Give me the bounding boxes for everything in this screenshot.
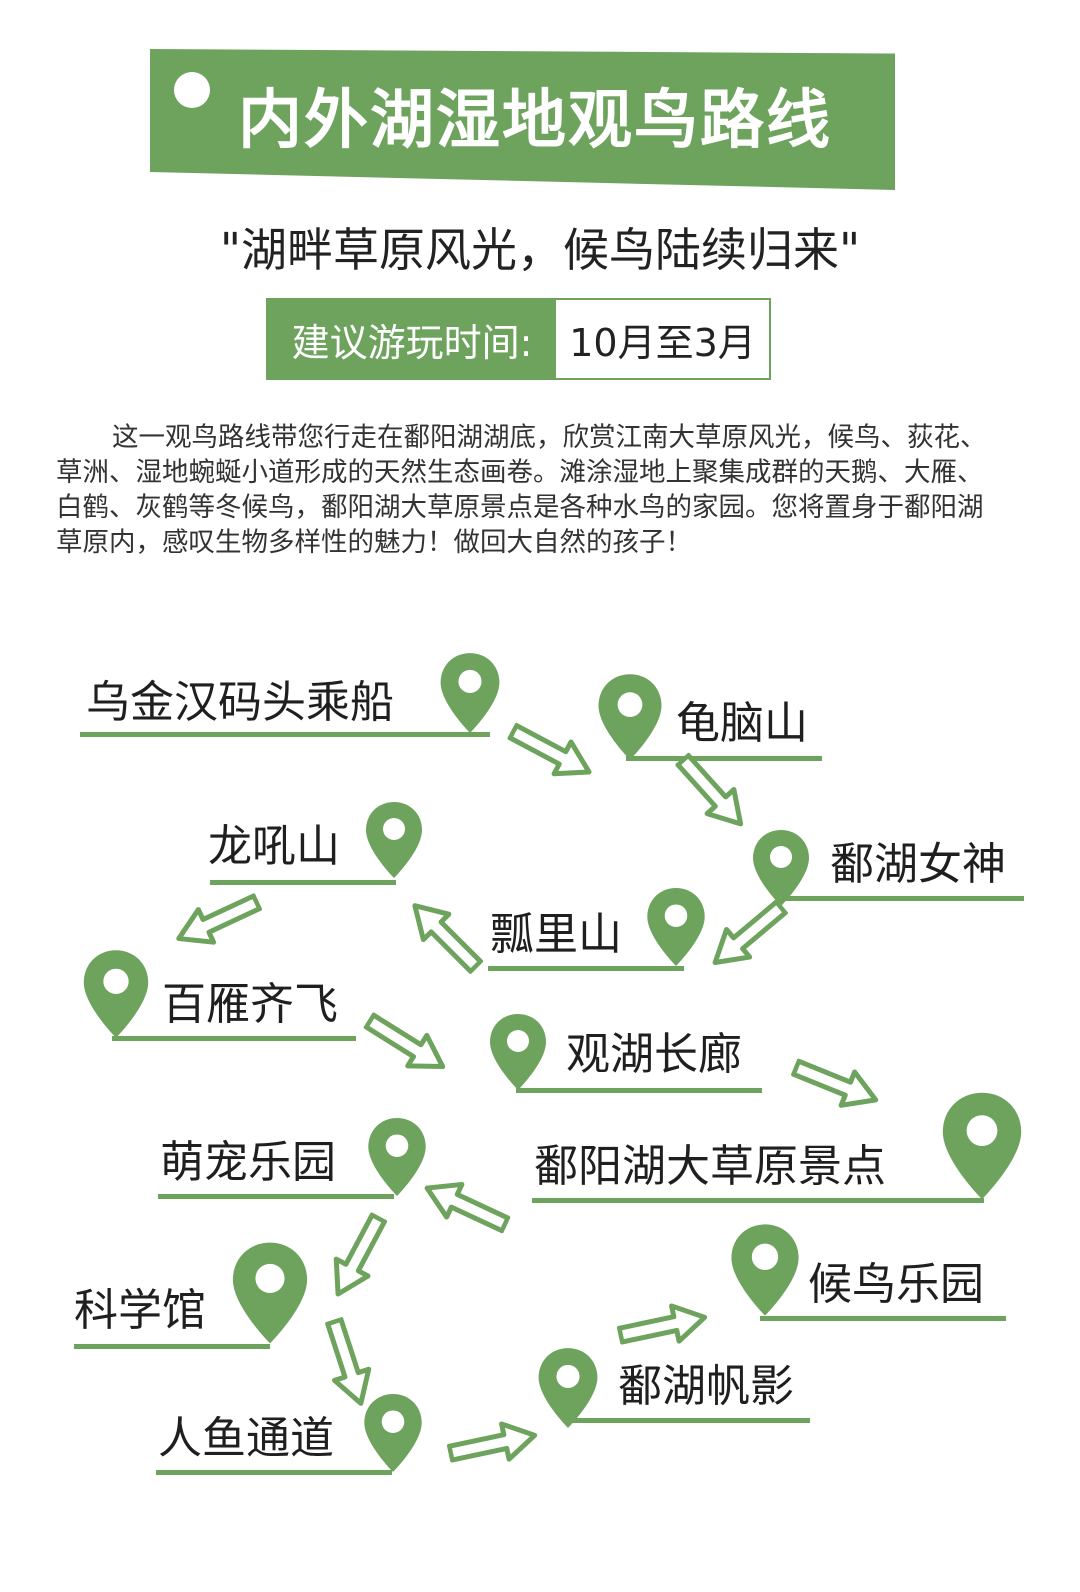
- page-title: 内外湖湿地观鸟路线: [238, 84, 832, 158]
- intro-paragraph: 这一观鸟路线带您行走在鄱阳湖湖底，欣赏江南大草原风光，候鸟、荻花、草洲、湿地蜿蜒…: [56, 422, 987, 558]
- stop-underline: [488, 966, 684, 971]
- map-pin-icon: [488, 1012, 548, 1096]
- stop-underline: [112, 1036, 356, 1041]
- map-pin-icon: [728, 1222, 802, 1322]
- stop-label: 观湖长廊: [566, 1029, 742, 1080]
- stop-label: 鄱湖帆影: [618, 1361, 794, 1412]
- stop-label: 人鱼通道: [158, 1413, 334, 1464]
- stop-underline: [156, 1470, 392, 1475]
- title-banner: [150, 49, 895, 190]
- subtitle: "湖畔草原风光，候鸟陆续归来": [219, 223, 861, 277]
- route-arrow-icon: [614, 1295, 714, 1361]
- map-pin-icon: [362, 1392, 424, 1478]
- map-pin-icon: [645, 886, 707, 972]
- map-pin-icon: [230, 1240, 310, 1350]
- stop-underline: [158, 1194, 394, 1199]
- stop-label: 萌宠乐园: [160, 1137, 336, 1188]
- suggested-season-box: 建议游玩时间: 10月至3月: [266, 298, 771, 380]
- map-pin-icon: [940, 1090, 1024, 1206]
- stop-label: 龟脑山: [676, 698, 808, 749]
- stop-label: 鄱阳湖大草原景点: [534, 1141, 886, 1192]
- stop-underline: [210, 880, 396, 885]
- stop-underline: [760, 1316, 1006, 1321]
- season-label: 建议游玩时间:: [268, 300, 556, 378]
- route-arrow-icon: [662, 744, 759, 844]
- stop-underline: [780, 896, 1024, 901]
- season-value: 10月至3月: [569, 320, 756, 365]
- banner-dot: [174, 72, 210, 108]
- route-arrow-icon: [414, 1163, 518, 1245]
- route-arrow-icon: [164, 878, 268, 960]
- route-arrow-icon: [313, 1204, 399, 1308]
- route-arrow-icon: [499, 711, 603, 797]
- stop-label: 科学馆: [74, 1285, 206, 1336]
- map-pin-icon: [366, 1116, 428, 1202]
- stop-underline: [80, 732, 490, 737]
- stop-label: 乌金汉码头乘船: [86, 677, 394, 728]
- stop-label: 候鸟乐园: [808, 1259, 984, 1310]
- map-pin-icon: [437, 651, 503, 739]
- route-arrow-icon: [354, 1001, 457, 1090]
- map-pin-icon: [595, 672, 665, 766]
- stop-underline: [74, 1344, 270, 1349]
- stop-underline: [626, 756, 822, 761]
- map-pin-icon: [750, 828, 812, 912]
- stop-label: 鄱湖女神: [830, 839, 1006, 890]
- route-arrow-icon: [444, 1413, 544, 1479]
- stop-underline: [566, 1418, 810, 1423]
- stop-label: 百雁齐飞: [162, 979, 338, 1030]
- stop-underline: [532, 1198, 984, 1203]
- route-arrow-icon: [695, 886, 796, 982]
- stop-label: 瓢里山: [490, 909, 622, 960]
- route-arrow-icon: [309, 1313, 383, 1415]
- map-pin-icon: [536, 1346, 600, 1434]
- stop-underline: [516, 1088, 762, 1093]
- route-arrow-icon: [784, 1047, 887, 1126]
- map-pin-icon: [80, 948, 152, 1044]
- route-arrow-icon: [397, 885, 496, 984]
- stop-label: 龙吼山: [208, 821, 340, 872]
- map-pin-icon: [363, 800, 425, 884]
